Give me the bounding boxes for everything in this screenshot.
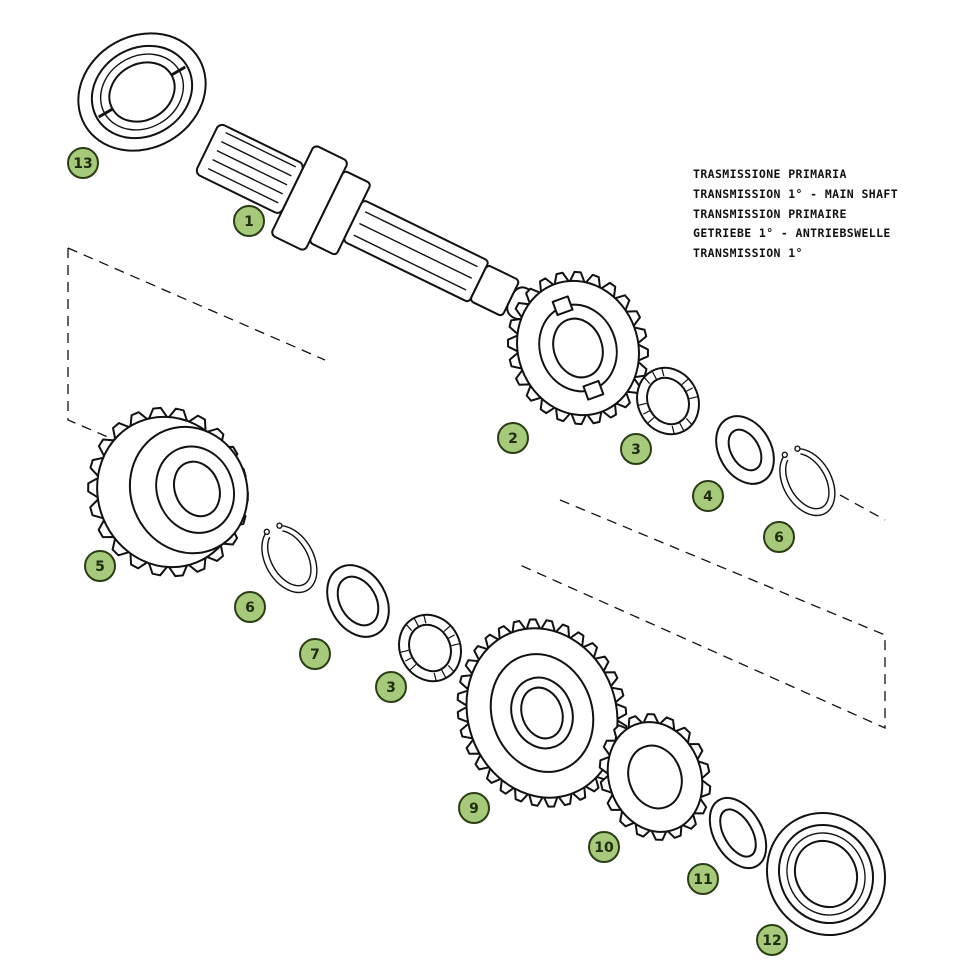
callout-9: 9 — [458, 792, 490, 824]
gear-2 — [507, 270, 649, 426]
svg-text:12: 12 — [762, 933, 781, 949]
svg-text:7: 7 — [310, 647, 320, 663]
svg-text:3: 3 — [386, 680, 396, 696]
svg-text:3: 3 — [631, 442, 641, 458]
splined-washer-7 — [326, 564, 390, 638]
gear-9 — [456, 618, 628, 808]
washer-11 — [708, 796, 768, 870]
washer-4 — [715, 415, 775, 485]
needle-bearing-3a — [636, 366, 700, 436]
callout-6-bottom: 6 — [234, 591, 266, 623]
title-line-it: TRASMISSIONE PRIMARIA — [693, 167, 847, 181]
callouts: 13 1 2 3 4 6 5 6 — [67, 147, 795, 956]
svg-text:13: 13 — [73, 156, 92, 172]
callout-6-top: 6 — [763, 521, 795, 553]
gear-5 — [87, 406, 249, 578]
callout-4: 4 — [692, 480, 724, 512]
bearing-12 — [765, 811, 887, 937]
svg-text:1: 1 — [244, 214, 254, 230]
svg-text:10: 10 — [594, 840, 614, 856]
needle-bearing-3b — [398, 613, 462, 683]
svg-text:11: 11 — [693, 872, 712, 888]
callout-10: 10 — [588, 831, 620, 863]
gear-10 — [598, 713, 712, 841]
callout-3-bottom: 3 — [375, 671, 407, 703]
callout-13: 13 — [67, 147, 99, 179]
svg-text:6: 6 — [245, 600, 255, 616]
callout-7: 7 — [299, 638, 331, 670]
assembly-guide-lines — [67, 247, 886, 730]
title-block: TRASMISSIONE PRIMARIA TRANSMISSION 1° - … — [693, 165, 898, 264]
svg-text:5: 5 — [95, 559, 105, 575]
main-shaft-1 — [195, 123, 536, 321]
callout-1: 1 — [233, 205, 265, 237]
callout-5: 5 — [84, 550, 116, 582]
callout-11: 11 — [687, 863, 719, 895]
bearing-13 — [77, 32, 207, 152]
title-line-de: GETRIEBE 1° - ANTRIEBSWELLE — [693, 226, 891, 241]
title-line-en: TRANSMISSION 1° - MAIN SHAFT — [693, 186, 899, 201]
callout-12: 12 — [756, 924, 788, 956]
title-line-es: TRANSMISSION 1° — [693, 246, 803, 261]
svg-text:9: 9 — [469, 801, 479, 817]
svg-text:2: 2 — [508, 431, 518, 447]
circlip-6a — [779, 445, 836, 517]
svg-text:6: 6 — [774, 530, 784, 546]
svg-text:4: 4 — [703, 489, 713, 505]
circlip-6b — [261, 522, 318, 594]
callout-3-top: 3 — [620, 433, 652, 465]
callout-2: 2 — [497, 422, 529, 454]
title-line-fr: TRANSMISSION PRIMAIRE — [693, 206, 847, 221]
